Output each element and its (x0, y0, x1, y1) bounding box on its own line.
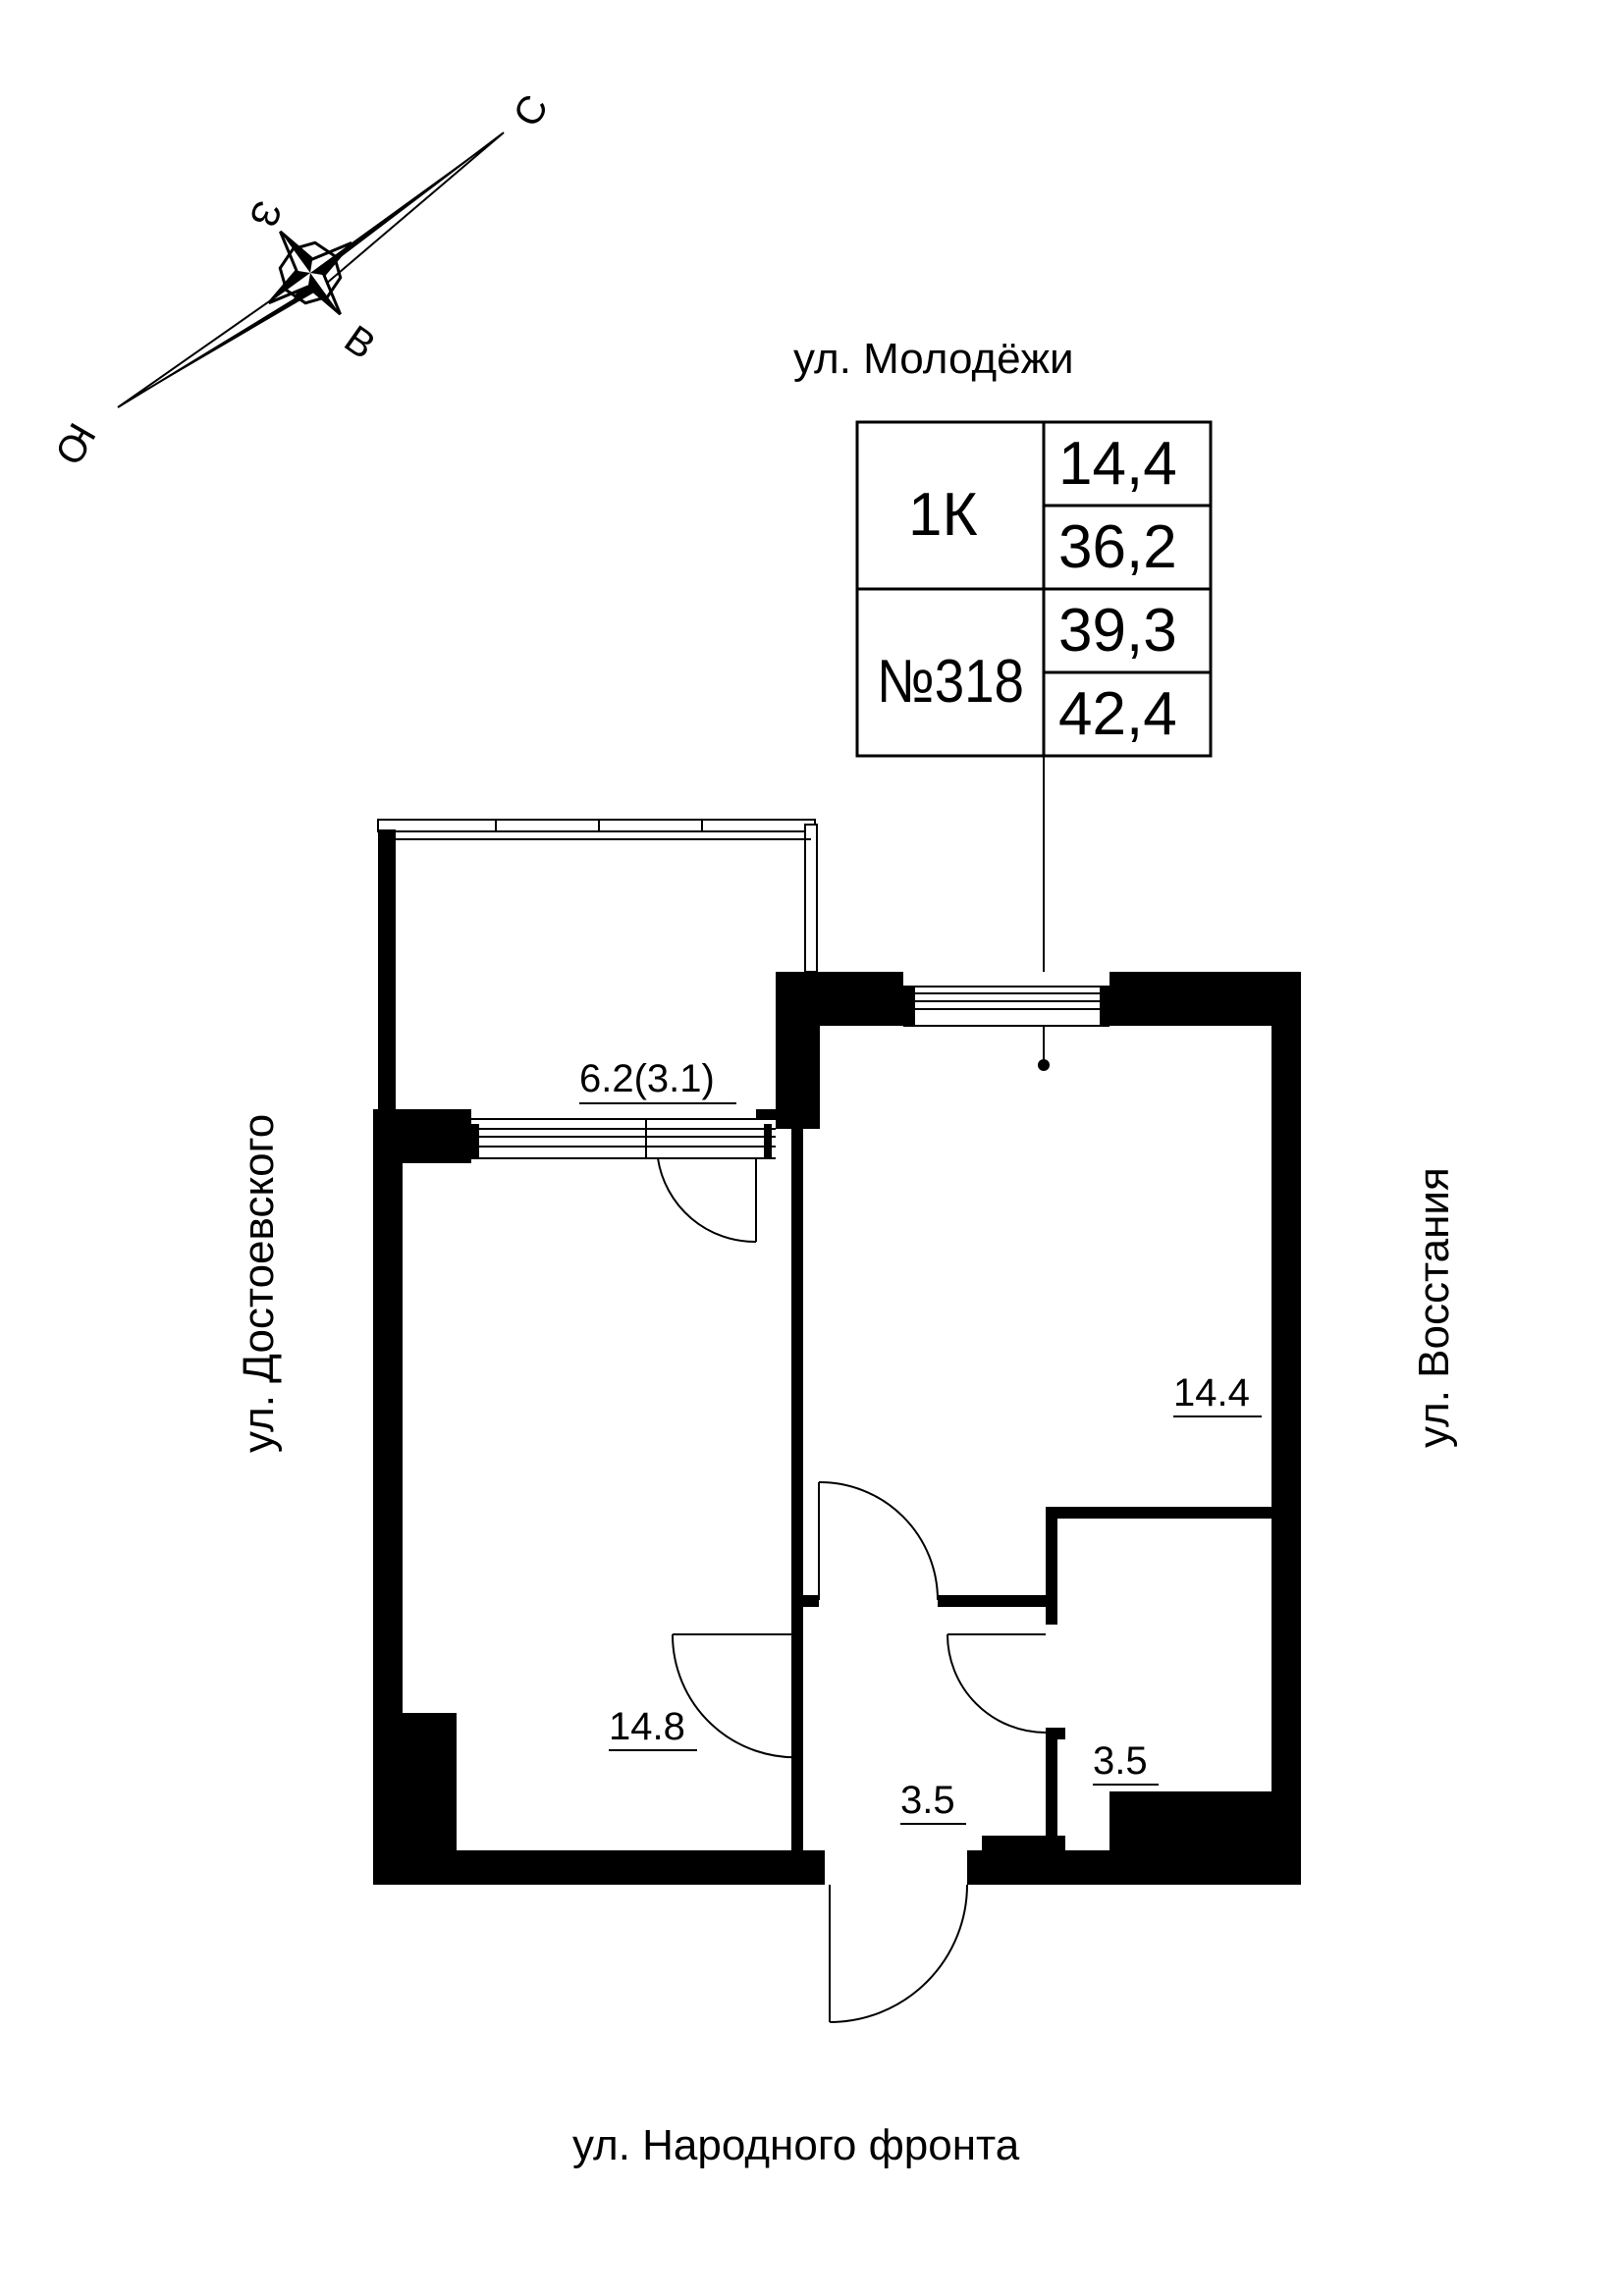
card-value-total: 39,3 (1058, 597, 1177, 665)
street-north: ул. Молодёжи (793, 335, 1074, 383)
compass-label-w: З (241, 195, 290, 233)
card-value-total-balcony: 42,4 (1058, 680, 1177, 748)
card-value-area: 36,2 (1058, 513, 1177, 581)
card-leader-dot (1038, 1059, 1050, 1071)
room-label-living: 14.4 (1173, 1371, 1250, 1415)
apartment-type: 1К (908, 481, 978, 549)
street-east: ул. Восстания (1410, 1167, 1458, 1448)
compass-label-n: С (506, 87, 558, 133)
compass-needle-north-outline (318, 132, 505, 291)
room-label-bedroom: 14.8 (609, 1705, 685, 1748)
apartment-card: 1К №318 14,4 36,2 39,3 42,4 (855, 420, 1213, 1071)
room-label-hall: 3.5 (900, 1779, 955, 1822)
window-living (903, 972, 1111, 1027)
window-balcony-door (471, 1118, 776, 1159)
walls (373, 972, 1301, 1885)
street-south: ул. Народного фронта (572, 2121, 1020, 2169)
compass-rose: С З В Ю (46, 87, 557, 471)
card-value-living: 14,4 (1058, 430, 1177, 498)
room-label-balcony: 6.2(3.1) (579, 1057, 715, 1100)
room-labels: 6.2(3.1) 14.4 14.8 3.5 3.5 (579, 1057, 1262, 1825)
compass-star (267, 230, 353, 316)
balcony (377, 819, 818, 1109)
room-label-bath: 3.5 (1093, 1739, 1148, 1783)
street-west: ул. Достоевского (235, 1114, 283, 1453)
compass-label-s: Ю (46, 416, 103, 472)
apartment-number: №318 (877, 648, 1024, 716)
doors (657, 1157, 1047, 2023)
compass-label-e: В (337, 317, 383, 367)
